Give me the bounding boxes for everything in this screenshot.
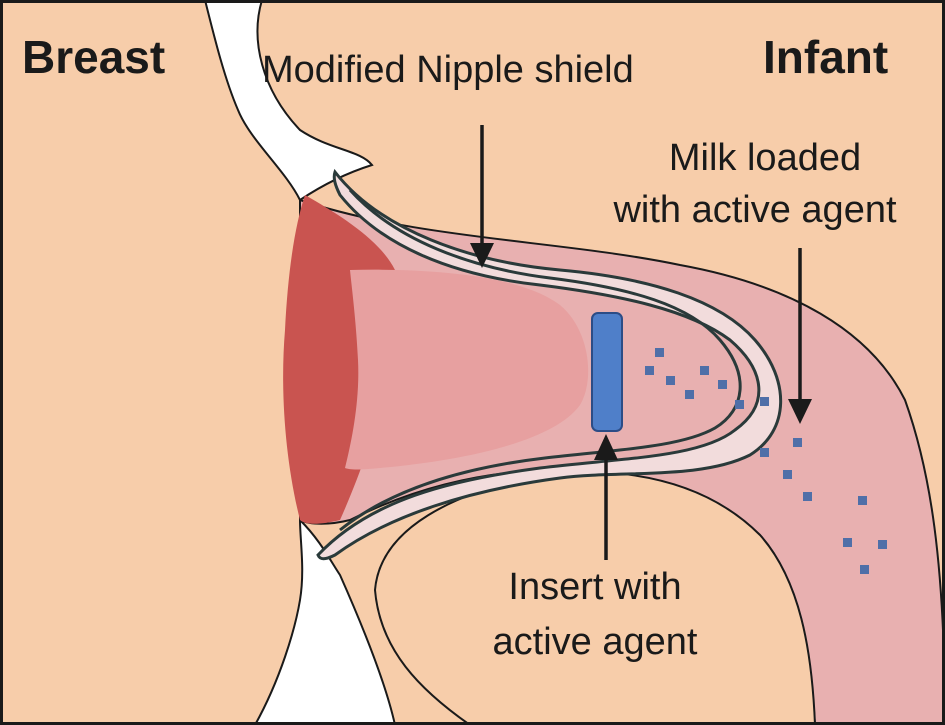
milk-dot [860, 565, 869, 574]
milk-dot [760, 448, 769, 457]
milk-dot [655, 348, 664, 357]
milk-dot [735, 400, 744, 409]
insert [592, 313, 622, 431]
milk-dot [858, 496, 867, 505]
milk-dot [843, 538, 852, 547]
milk-label-line2: with active agent [575, 188, 935, 234]
insert-label-line2: active agent [465, 620, 725, 666]
milk-dot [666, 376, 675, 385]
milk-dot [645, 366, 654, 375]
shield-label: Modified Nipple shield [262, 48, 634, 94]
insert-label-line1: Insert with [465, 565, 725, 611]
infant-label: Infant [763, 30, 888, 85]
breast-label: Breast [22, 30, 165, 85]
milk-dot [760, 397, 769, 406]
milk-dot [783, 470, 792, 479]
milk-dot [793, 438, 802, 447]
milk-dot [878, 540, 887, 549]
milk-label-line1: Milk loaded [600, 136, 930, 182]
milk-dot [718, 380, 727, 389]
milk-dot [803, 492, 812, 501]
milk-dot [700, 366, 709, 375]
milk-dot [685, 390, 694, 399]
